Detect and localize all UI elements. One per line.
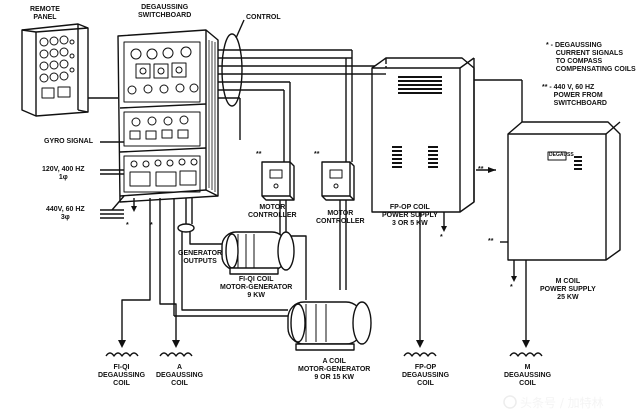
- m-power-supply: [507, 121, 621, 261]
- remote-panel: [21, 23, 118, 117]
- star-mark-1: *: [126, 222, 129, 229]
- star-mark-4: *: [510, 284, 513, 291]
- controller-feeds: [239, 50, 353, 162]
- coil-a-label: A DEGAUSSING COIL: [156, 364, 204, 387]
- input-lines: [100, 141, 125, 219]
- remote-panel-label: REMOTE PANEL: [30, 6, 60, 21]
- double-star-mark-4: **: [488, 238, 494, 245]
- fp-op-supply-label: FP-OP COIL POWER SUPPLY 3 OR 5 KW: [382, 204, 438, 227]
- control-cable-bundle: [218, 19, 386, 107]
- switchboard-label: DEGAUSSING SWITCHBOARD: [138, 4, 192, 19]
- fi-qi-mg-label: FI-QI COIL MOTOR-GENERATOR 9 KW: [220, 276, 293, 299]
- m-cabinet-plate: DEGAUSS: [549, 152, 574, 158]
- a-motor-generator: [287, 301, 372, 351]
- control-label: CONTROL: [246, 14, 281, 21]
- star-mark-2: *: [150, 222, 153, 229]
- gyro-signal-label: GYRO SIGNAL: [44, 138, 94, 145]
- coil-fp-op-label: FP-OP DEGAUSSING COIL: [402, 364, 450, 387]
- coil-symbols: [105, 352, 543, 357]
- legend-double-star: ** - 440 V, 60 HZ POWER FROM SWITCHBOARD: [542, 84, 607, 107]
- fi-qi-motor-generator: [221, 231, 295, 275]
- motor-controller-1-label: MOTOR CONTROLLER: [248, 204, 297, 219]
- double-star-mark-3: **: [478, 166, 484, 173]
- power-120v-label: 120V, 400 HZ 1φ: [42, 166, 85, 181]
- motor-controller-2: [321, 161, 355, 201]
- legend-star: * - DEGAUSSING CURRENT SIGNALS TO COMPAS…: [546, 42, 636, 73]
- watermark-text: 头条号 / 加特林: [520, 396, 604, 410]
- coil-fi-qi-label: FI-QI DEGAUSSING COIL: [98, 364, 146, 387]
- a-mg-label: A COIL MOTOR-GENERATOR 9 OR 15 KW: [298, 358, 371, 381]
- power-440v-label: 440V, 60 HZ 3φ: [46, 206, 85, 221]
- bundle-to-supplies: [372, 66, 523, 122]
- motor-controller-2-label: MOTOR CONTROLLER: [316, 210, 365, 225]
- motor-controller-1: [261, 161, 295, 201]
- generator-output-wiring: [173, 198, 288, 317]
- star-mark-3: *: [440, 234, 443, 241]
- degaussing-switchboard: [117, 29, 219, 203]
- generator-outputs-label: GENERATOR OUTPUTS: [178, 250, 223, 265]
- controller-to-mg-wiring: [279, 200, 347, 300]
- fp-op-power-supply: [371, 57, 475, 213]
- watermark-logo-icon: [503, 395, 517, 409]
- double-star-mark-2: **: [314, 151, 320, 158]
- coil-m-label: M DEGAUSSING COIL: [504, 364, 552, 387]
- output-lines: [121, 198, 527, 340]
- double-star-mark-1: **: [256, 151, 262, 158]
- m-supply-label: M COIL POWER SUPPLY 25 KW: [540, 278, 596, 301]
